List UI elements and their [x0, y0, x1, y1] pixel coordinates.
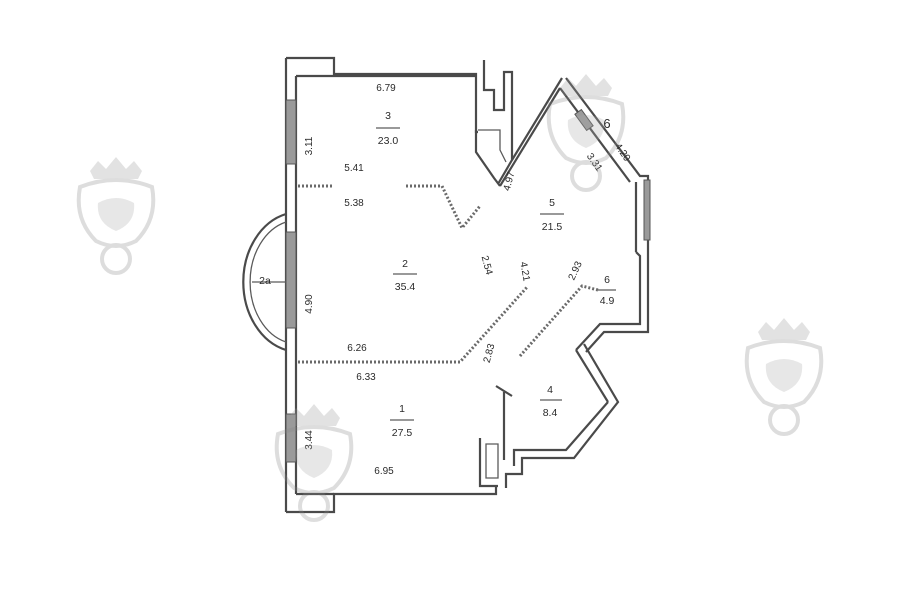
- dim-293: 2.93: [567, 259, 585, 282]
- room-4-area: 8.4: [543, 407, 558, 419]
- dim-633: 6.33: [356, 372, 376, 383]
- room-6-number: 6: [604, 274, 610, 286]
- dim-538: 5.38: [344, 198, 364, 209]
- dim-695: 6.95: [374, 466, 394, 477]
- room-2-area: 35.4: [395, 281, 416, 293]
- windows: [285, 99, 651, 463]
- dim-679: 6.79: [376, 83, 396, 94]
- room-2-number: 2: [402, 258, 408, 270]
- room-3-area: 23.0: [378, 135, 399, 147]
- dim-344: 3.44: [304, 430, 315, 450]
- room-1-number: 1: [399, 403, 405, 415]
- room-2a-label: 2a: [259, 275, 271, 287]
- dim-626: 6.26: [347, 343, 367, 354]
- partitions: [298, 184, 599, 364]
- room-3-number: 3: [385, 110, 391, 122]
- room-4-number: 4: [547, 384, 553, 396]
- room-6-small-label: 6: [603, 116, 610, 131]
- watermark-lion-logo-bottom: [274, 404, 354, 522]
- dim-497: 4.97: [502, 170, 518, 192]
- room-6-area: 4.9: [600, 295, 615, 307]
- dim-254: 2.54: [479, 255, 495, 277]
- dim-283: 2.83: [482, 342, 498, 364]
- room-labels: 3 23.0 2 35.4 5 21.5 6 4.9 1 27.5 4 8.4 …: [259, 110, 616, 439]
- room-5-number: 5: [549, 197, 555, 209]
- room-5-area: 21.5: [542, 221, 563, 233]
- dim-311: 3.11: [304, 136, 315, 155]
- room-1-area: 27.5: [392, 427, 413, 439]
- watermark-lion-logo-top-right: [546, 74, 626, 192]
- watermark-lion-logo-left: [76, 157, 156, 275]
- bay-window-2a: [242, 212, 287, 352]
- dim-541: 5.41: [344, 163, 364, 174]
- dim-490: 4.90: [304, 294, 315, 314]
- watermark-lion-logo-right: [744, 318, 824, 436]
- dim-421: 4.21: [517, 261, 531, 283]
